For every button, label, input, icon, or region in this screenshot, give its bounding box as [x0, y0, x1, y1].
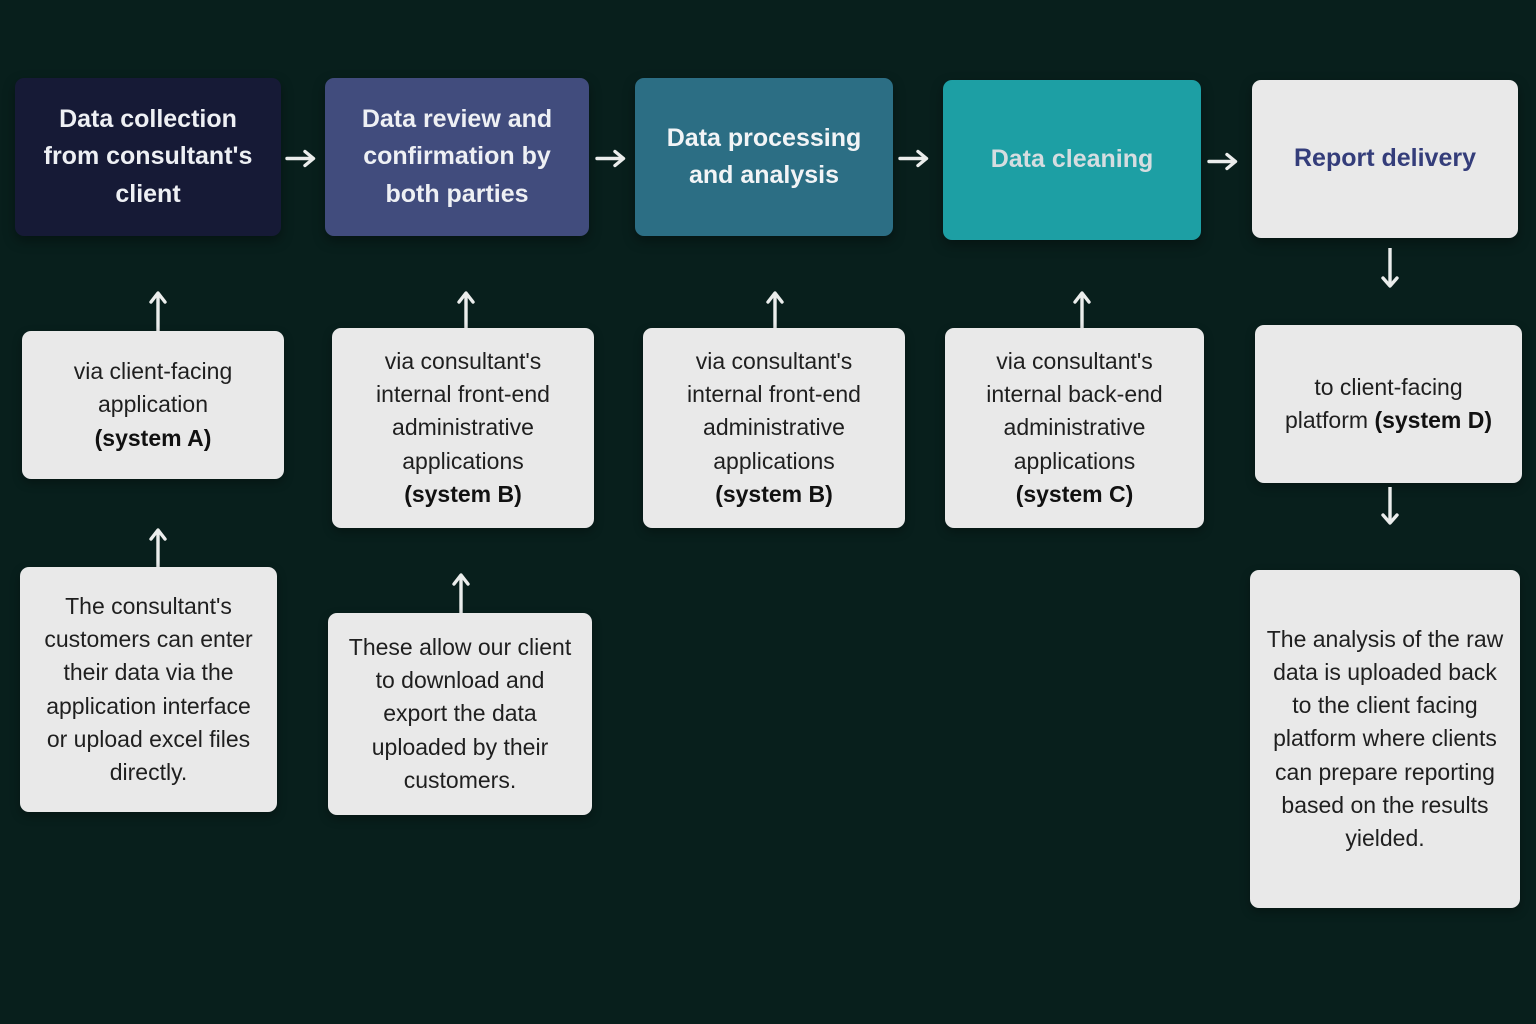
stage-2-detail-text: via consultant's internal front-end admi… — [376, 348, 550, 474]
arrow-right-icon — [898, 149, 934, 168]
stage-4-detail-box: via consultant's internal back-end admin… — [945, 328, 1204, 528]
stage-2-note-box: These allow our client to download and e… — [328, 613, 592, 815]
stage-3-system-label: (system B) — [715, 480, 833, 507]
arrow-up-icon — [457, 289, 475, 333]
stage-4-title-box: Data cleaning — [943, 80, 1201, 240]
stage-5-detail-text: to client-facing platform — [1284, 373, 1463, 433]
stage-5-detail-box: to client-facing platform (system D) — [1255, 325, 1522, 483]
stage-1-detail-box: via client-facing application (system A) — [22, 331, 284, 479]
stage-4-detail-text: via consultant's internal back-end admin… — [986, 348, 1163, 474]
stage-4-system-label: (system C) — [1015, 480, 1134, 507]
arrow-up-icon — [1073, 289, 1091, 333]
stage-1-system-label: (system A) — [94, 424, 212, 451]
stage-5-title-box: Report delivery — [1252, 80, 1518, 238]
arrow-up-icon — [452, 571, 470, 615]
stage-2-note-text: These allow our client to download and e… — [348, 634, 572, 793]
stage-1-title-box: Data collection from consultant's client — [15, 78, 281, 236]
stage-2-title: Data review and confirmation by both par… — [361, 104, 553, 208]
stage-1-detail-text: via client-facing application — [73, 358, 233, 418]
arrow-up-icon — [149, 289, 167, 333]
stage-3-title: Data processing and analysis — [666, 123, 862, 190]
arrow-right-icon — [1207, 152, 1243, 171]
stage-1-title: Data collection from consultant's client — [43, 104, 253, 208]
stage-5-title: Report delivery — [1293, 144, 1476, 173]
stage-1-note-text: The consultant's customers can enter the… — [44, 593, 253, 785]
stage-1-note-box: The consultant's customers can enter the… — [20, 567, 277, 812]
stage-5-system-label: (system D) — [1374, 407, 1493, 433]
stage-2-detail-box: via consultant's internal front-end admi… — [332, 328, 594, 528]
stage-3-title-box: Data processing and analysis — [635, 78, 893, 236]
stage-5-note-text: The analysis of the raw data is uploaded… — [1266, 626, 1504, 851]
stage-2-title-box: Data review and confirmation by both par… — [325, 78, 589, 236]
stage-4-title: Data cleaning — [990, 145, 1154, 174]
stage-2-system-label: (system B) — [404, 480, 522, 507]
arrow-right-icon — [595, 149, 631, 168]
arrow-down-icon — [1381, 487, 1399, 527]
arrow-up-icon — [149, 526, 167, 570]
stage-3-detail-box: via consultant's internal front-end admi… — [643, 328, 905, 528]
arrow-right-icon — [285, 149, 321, 168]
arrow-up-icon — [766, 289, 784, 333]
stage-3-detail-text: via consultant's internal front-end admi… — [687, 348, 861, 474]
arrow-down-icon — [1381, 248, 1399, 290]
stage-5-note-box: The analysis of the raw data is uploaded… — [1250, 570, 1520, 908]
